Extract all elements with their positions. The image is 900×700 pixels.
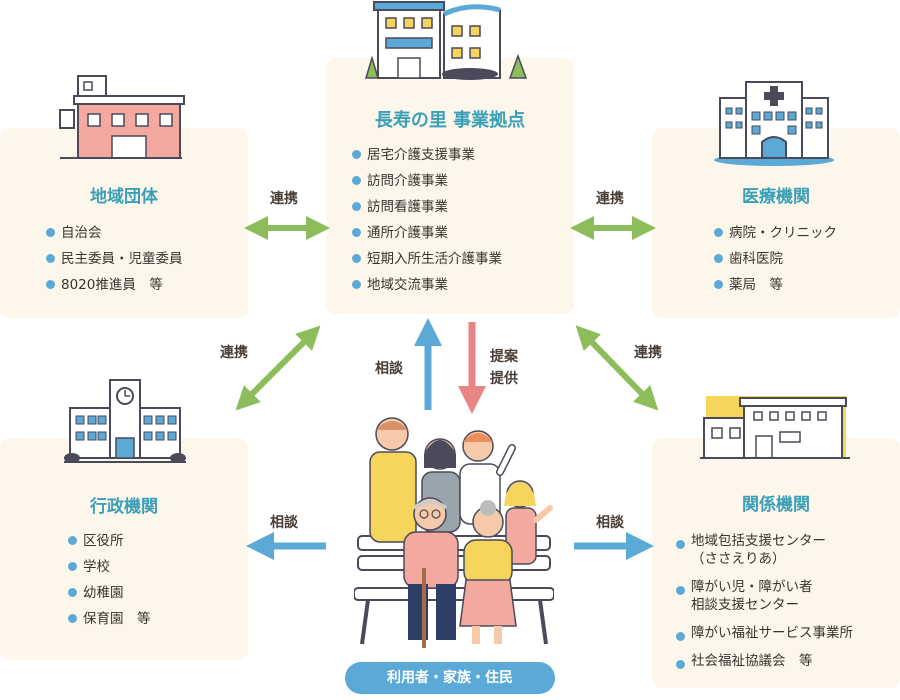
label-renkei-left: 連携: [270, 191, 298, 207]
list-item: 訪問介護事業: [352, 168, 502, 194]
community-card: 地域団体 自治会 民主委員・児童委員 8020推進員 等: [0, 128, 248, 318]
list-item: 地域交流事業: [352, 272, 502, 298]
users-label: 利用者・家族・住民: [345, 662, 555, 694]
related-title: 関係機関: [742, 495, 810, 515]
community-building-icon: [59, 75, 185, 159]
community-title: 地域団体: [90, 187, 158, 207]
list-item: 訪問看護事業: [352, 194, 502, 220]
label-teian: 提案 提供: [490, 349, 518, 387]
medical-title: 医療機関: [742, 187, 810, 207]
people-illustration: [354, 417, 554, 648]
arrow-admin-center: [235, 325, 321, 411]
list-item: 障がい福祉サービス事業所: [676, 624, 853, 642]
center-list: 居宅介護支援事業 訪問介護事業 訪問看護事業 通所介護事業 短期入所生活介護事業…: [352, 142, 502, 298]
label-soudan-right: 相談: [596, 515, 624, 531]
list-item: 病院・クリニック: [714, 220, 837, 246]
admin-title: 行政機関: [90, 497, 158, 517]
list-item: 地域包括支援センター （ささえりあ）: [676, 532, 853, 568]
label-renkei-diag-right: 連携: [634, 345, 662, 361]
related-card: 関係機関 地域包括支援センター （ささえりあ） 障がい児・障がい者 相談支援セン…: [652, 438, 900, 688]
list-item: 短期入所生活介護事業: [352, 246, 502, 272]
label-renkei-right: 連携: [596, 191, 624, 207]
list-item: 民主委員・児童委員: [46, 246, 183, 272]
list-item: 障がい児・障がい者 相談支援センター: [676, 578, 853, 614]
list-item: 区役所: [68, 528, 151, 554]
community-list: 自治会 民主委員・児童委員 8020推進員 等: [46, 220, 183, 298]
list-item: 保育園 等: [68, 606, 151, 632]
facility-building-icon: [364, 1, 528, 80]
list-item: 歯科医院: [714, 246, 837, 272]
label-soudan-left: 相談: [270, 515, 298, 531]
list-item: 幼稚園: [68, 580, 151, 606]
list-item: 居宅介護支援事業: [352, 142, 502, 168]
list-item: 社会福祉協議会 等: [676, 652, 853, 670]
list-item: 自治会: [46, 220, 183, 246]
medical-list: 病院・クリニック 歯科医院 薬局 等: [714, 220, 837, 298]
center-card: 長寿の里 事業拠点 居宅介護支援事業 訪問介護事業 訪問看護事業 通所介護事業 …: [326, 58, 574, 314]
list-item: 学校: [68, 554, 151, 580]
admin-card: 行政機関 区役所 学校 幼稚園 保育園 等: [0, 438, 248, 660]
list-item: 通所介護事業: [352, 220, 502, 246]
related-list: 地域包括支援センター （ささえりあ） 障がい児・障がい者 相談支援センター 障が…: [676, 532, 853, 680]
label-soudan-up: 相談: [375, 361, 403, 377]
admin-list: 区役所 学校 幼稚園 保育園 等: [68, 528, 151, 632]
related-facility-icon: [700, 396, 850, 459]
list-item: 8020推進員 等: [46, 272, 183, 298]
hospital-building-icon: [714, 81, 834, 166]
label-renkei-diag-left: 連携: [220, 345, 248, 361]
list-item: 薬局 等: [714, 272, 837, 298]
arrow-center-related: [575, 325, 659, 411]
government-building-icon: [64, 379, 186, 463]
center-title: 長寿の里 事業拠点: [374, 110, 526, 131]
